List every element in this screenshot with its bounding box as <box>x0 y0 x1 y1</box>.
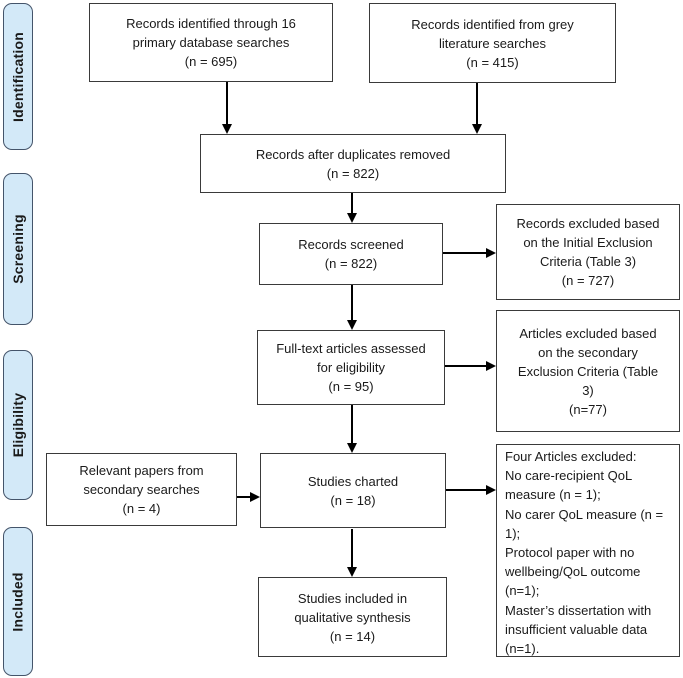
box-qualitative-synthesis: Studies included in qualitative synthesi… <box>258 577 447 657</box>
arrow-down-icon <box>472 124 482 134</box>
stage-included-label: Included <box>10 571 27 632</box>
arrow-line <box>445 365 487 367</box>
box-four-articles-excluded-text: Four Articles excluded: No care-recipien… <box>505 449 664 657</box>
box-duplicates-removed: Records after duplicates removed (n = 82… <box>200 134 506 193</box>
arrow-line <box>351 285 353 320</box>
box-duplicates-removed-text: Records after duplicates removed (n = 82… <box>255 146 451 181</box>
box-fulltext-assessed-text: Full-text articles assessed for eligibil… <box>276 341 426 394</box>
box-excluded-initial-criteria: Records excluded based on the Initial Ex… <box>496 204 680 300</box>
arrow-right-icon <box>486 248 496 258</box>
arrow-line <box>351 529 353 567</box>
box-four-articles-excluded: Four Articles excluded: No care-recipien… <box>496 444 680 657</box>
arrow-down-icon <box>222 124 232 134</box>
box-secondary-searches: Relevant papers from secondary searches … <box>46 453 237 526</box>
box-excluded-secondary-criteria-text: Articles excluded based on the secondary… <box>517 325 659 417</box>
box-qualitative-synthesis-text: Studies included in qualitative synthesi… <box>294 590 411 644</box>
stage-screening: Screening <box>3 173 33 325</box>
arrow-line <box>351 193 353 213</box>
box-excluded-initial-criteria-text: Records excluded based on the Initial Ex… <box>516 216 660 288</box>
arrow-right-icon <box>486 485 496 495</box>
arrow-right-icon <box>250 492 260 502</box>
stage-identification: Identification <box>3 3 33 150</box>
box-studies-charted-text: Studies charted (n = 18) <box>307 473 399 508</box>
box-secondary-searches-text: Relevant papers from secondary searches … <box>79 463 204 516</box>
arrow-line <box>351 405 353 443</box>
box-records-screened-text: Records screened (n = 822) <box>298 237 404 271</box>
box-fulltext-assessed: Full-text articles assessed for eligibil… <box>257 330 445 405</box>
box-grey-literature-records-text: Records identified from grey literature … <box>411 16 574 70</box>
box-studies-charted: Studies charted (n = 18) <box>260 453 446 528</box>
arrow-line <box>476 83 478 124</box>
stage-eligibility: Eligibility <box>3 350 33 500</box>
stage-screening-label: Screening <box>10 214 26 284</box>
arrow-down-icon <box>347 213 357 223</box>
stage-identification-label: Identification <box>10 31 27 122</box>
arrow-line <box>226 82 228 124</box>
arrow-line <box>237 496 251 498</box>
stage-eligibility-label: Eligibility <box>10 392 26 458</box>
box-primary-database-records: Records identified through 16 primary da… <box>89 3 333 82</box>
arrow-right-icon <box>486 361 496 371</box>
arrow-down-icon <box>347 443 357 453</box>
arrow-line <box>446 489 486 491</box>
box-grey-literature-records: Records identified from grey literature … <box>369 3 616 83</box>
box-excluded-secondary-criteria: Articles excluded based on the secondary… <box>496 310 680 432</box>
box-records-screened: Records screened (n = 822) <box>259 223 443 285</box>
stage-included: Included <box>3 527 33 676</box>
box-primary-database-records-text: Records identified through 16 primary da… <box>126 16 296 69</box>
arrow-down-icon <box>347 567 357 577</box>
arrow-line <box>443 252 487 254</box>
arrow-down-icon <box>347 320 357 330</box>
